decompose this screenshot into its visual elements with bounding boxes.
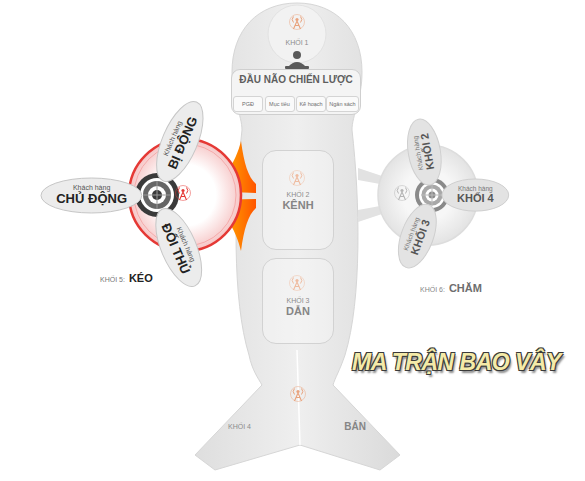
node-caption: KHỐI 4	[228, 423, 251, 431]
node-caption: Kế hoạch	[299, 101, 322, 107]
text-group: Ngân sách	[329, 101, 355, 107]
strategy-cell: Kế hoạch	[296, 96, 326, 112]
antenna-icon	[290, 15, 305, 30]
blade-shape	[147, 202, 212, 292]
body-outline	[195, 3, 400, 470]
block-number: KHỐI 6:	[420, 286, 445, 294]
antenna-icon	[291, 387, 306, 402]
strategy-band: PGĐ Mục tiêu Kế hoạch Ngân sách ĐẦU NÃO CHIẾ…	[231, 69, 361, 115]
head-disc	[268, 5, 326, 63]
block-name: CHĂM	[449, 282, 482, 295]
node-caption: KHỐI 3	[287, 297, 310, 305]
channel-panel: KHỐI 2KÊNH	[262, 150, 334, 250]
antenna-icon	[176, 186, 191, 201]
propeller-blade: Khách hàngBỊ ĐỘNG	[145, 94, 213, 189]
propeller-blade: Khách hàngCHỦ ĐỘNG	[40, 177, 143, 214]
blade-shape	[403, 117, 446, 188]
person-icon	[285, 51, 309, 69]
text-group: Khách hàngCHỦ ĐỘNG	[56, 184, 127, 207]
strategy-cell: Ngân sách	[326, 96, 358, 112]
blade-shape	[442, 179, 509, 211]
watermark: MA TRẬN BAO VÂY	[352, 349, 561, 375]
node-caption: Khách hàng	[73, 184, 110, 192]
node-title: DẪN	[286, 305, 310, 318]
text-group: KHỐI 4 BÁN	[222, 421, 372, 433]
strategy-cell: PGĐ	[233, 96, 263, 112]
text-group: KHỐI 3DẪN	[286, 297, 310, 318]
propeller-blade: Khách hàngKHỐI 2	[402, 116, 448, 190]
propeller-blade: Khách hàngKHỐI 3	[389, 198, 445, 274]
node-caption: Mục tiêu	[269, 101, 290, 107]
node-caption: Ngân sách	[329, 101, 355, 107]
node-caption: PGĐ	[242, 101, 254, 107]
text-group: ĐẦU NÃO CHIẾN LƯỢC	[239, 74, 353, 86]
head-section: PGĐ Mục tiêu Kế hoạch Ngân sách ĐẦU NÃO CHIẾ…	[230, 5, 364, 118]
node-caption: KHỐI 1	[286, 39, 309, 47]
node-title: KÊNH	[282, 199, 313, 212]
text-group: KHỐI 2KÊNH	[282, 191, 313, 212]
lead-panel: KHỐI 3DẪN	[262, 258, 334, 344]
text-group: Khách hàngKHỐI 4	[457, 185, 494, 205]
propeller-blade: Khách hàngKHỐI 4	[441, 178, 510, 212]
antenna-icon	[395, 186, 410, 201]
block-name: KÉO	[129, 272, 153, 285]
node-caption: Khách hàng	[458, 185, 493, 192]
node-title: CHỦ ĐỘNG	[56, 192, 127, 207]
node-title: KHỐI 4	[457, 192, 494, 205]
text-group: KHỐI 1	[286, 39, 309, 47]
propeller-blade: Khách hàngĐỐI THỦ	[145, 201, 212, 294]
blade-shape	[147, 96, 213, 188]
text-group: Kế hoạch	[299, 101, 322, 107]
node-title: BÁN	[344, 421, 366, 433]
blade-shape	[391, 199, 444, 273]
text-group: Mục tiêu	[269, 101, 290, 107]
node-caption: KHỐI 2	[287, 191, 310, 199]
strategy-cell: Mục tiêu	[265, 96, 295, 112]
block-number: KHỐI 5:	[100, 276, 125, 284]
tail-section: KHỐI 4 BÁN	[222, 410, 372, 444]
node-caption: ĐẦU NÃO CHIẾN LƯỢC	[239, 74, 353, 86]
blade-shape	[41, 178, 142, 213]
text-group: PGĐ	[242, 101, 254, 107]
